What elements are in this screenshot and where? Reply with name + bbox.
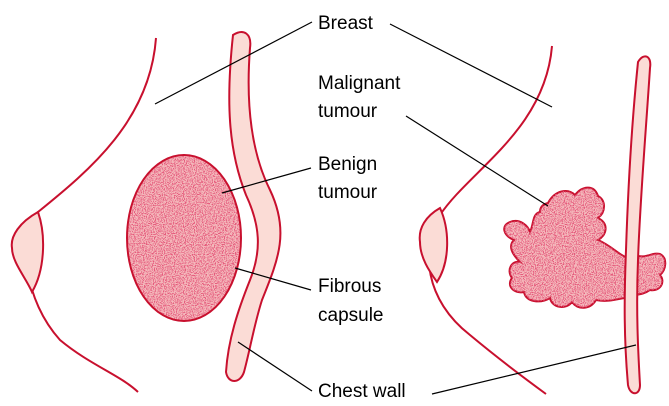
right-chest-wall: [625, 56, 651, 393]
left-nipple: [12, 212, 43, 292]
right-breast-figure: [420, 46, 552, 394]
label-benign-line1: Benign: [318, 154, 377, 175]
right-nipple: [420, 208, 447, 282]
label-breast: Breast: [318, 13, 374, 34]
leader-malignant: [406, 116, 548, 206]
label-malignant-line2: tumour: [318, 101, 378, 122]
labels: Breast Malignant tumour Benign tumour Fi…: [318, 13, 406, 402]
label-fibrous-line1: Fibrous: [318, 276, 381, 297]
label-fibrous-line2: capsule: [318, 305, 384, 326]
benign-tumour: [127, 155, 241, 321]
label-benign-line2: tumour: [318, 182, 378, 203]
leader-chest-wall-right: [432, 345, 636, 394]
leader-breast-right: [390, 24, 552, 107]
label-chest-wall: Chest wall: [318, 381, 406, 402]
label-malignant-line1: Malignant: [318, 73, 401, 94]
leader-chest-wall-left: [238, 342, 312, 391]
